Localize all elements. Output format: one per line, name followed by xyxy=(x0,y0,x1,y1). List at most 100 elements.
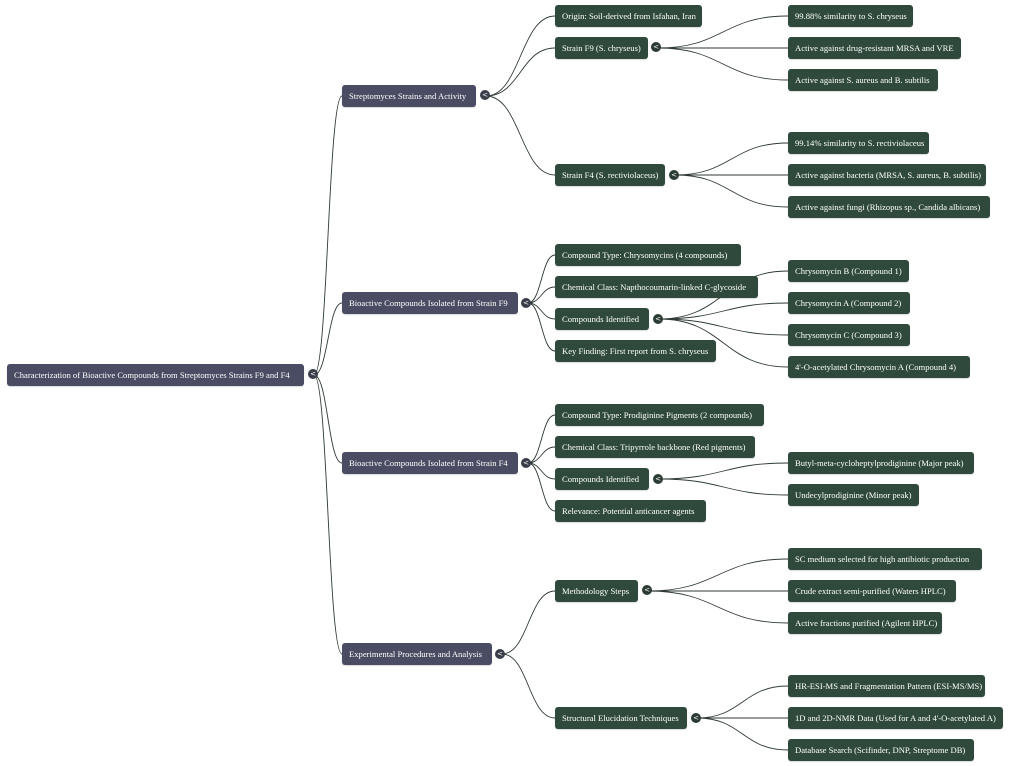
detail-node[interactable]: Active against bacteria (MRSA, S. aureus… xyxy=(788,164,986,186)
connector-line xyxy=(527,414,556,464)
subtopic-node[interactable]: Chemical Class: Napthocoumarin-linked C-… xyxy=(555,276,758,298)
detail-label: Chrysomycin A (Compound 2) xyxy=(795,298,902,308)
connector-line xyxy=(658,302,789,320)
collapse-toggle-icon[interactable]: < xyxy=(669,170,679,180)
detail-label: Active against bacteria (MRSA, S. aureus… xyxy=(795,170,981,180)
connector-line xyxy=(696,685,789,719)
detail-label: 99.14% similarity to S. rectiviolaceus xyxy=(795,138,925,148)
subtopic-label: Compounds Identified xyxy=(562,474,640,484)
subtopic-node[interactable]: Chemical Class: Tripyrrole backbone (Red… xyxy=(555,436,755,458)
detail-node[interactable]: SC medium selected for high antibiotic p… xyxy=(788,548,982,570)
connector-line xyxy=(658,478,789,496)
detail-node[interactable]: Active against S. aureus and B. subtilis xyxy=(788,69,938,91)
branch-node[interactable]: Experimental Procedures and Analysis xyxy=(342,643,492,665)
connector-line xyxy=(501,653,556,719)
connector-line xyxy=(674,174,789,208)
collapse-toggle-icon[interactable]: < xyxy=(308,369,318,379)
connector-line xyxy=(313,374,343,464)
detail-label: Active against drug-resistant MRSA and V… xyxy=(795,43,954,53)
subtopic-node[interactable]: Methodology Steps xyxy=(555,580,638,602)
branch-label: Streptomyces Strains and Activity xyxy=(349,91,467,101)
subtopic-label: Strain F9 (S. chryseus) xyxy=(562,43,641,53)
subtopic-label: Methodology Steps xyxy=(562,586,630,596)
collapse-toggle-icon[interactable]: < xyxy=(521,458,531,468)
collapse-toggle-icon[interactable]: < xyxy=(653,314,663,324)
connector-line xyxy=(527,462,556,512)
connector-line xyxy=(527,254,556,304)
detail-label: 99.88% similarity to S. chryseus xyxy=(795,11,907,21)
subtopic-label: Compound Type: Prodiginine Pigments (2 c… xyxy=(562,410,752,420)
connector-line xyxy=(527,302,556,352)
connector-line xyxy=(485,15,556,97)
branch-label: Experimental Procedures and Analysis xyxy=(349,649,482,659)
detail-label: Chrysomycin C (Compound 3) xyxy=(795,330,902,340)
connector-line xyxy=(658,318,789,336)
detail-node[interactable]: Undecylprodiginine (Minor peak) xyxy=(788,484,919,506)
detail-label: Butyl-meta-cycloheptylprodiginine (Major… xyxy=(795,458,964,468)
detail-node[interactable]: 4'-O-acetylated Chrysomycin A (Compound … xyxy=(788,356,970,378)
detail-node[interactable]: Chrysomycin A (Compound 2) xyxy=(788,292,910,314)
connector-line xyxy=(658,462,789,480)
connector-line xyxy=(657,15,789,49)
collapse-toggle-icon[interactable]: < xyxy=(642,585,652,595)
subtopic-node[interactable]: Key Finding: First report from S. chryse… xyxy=(555,340,716,362)
branch-node[interactable]: Streptomyces Strains and Activity xyxy=(342,85,476,107)
root-label: Characterization of Bioactive Compounds … xyxy=(14,370,290,380)
collapse-toggle-icon[interactable]: < xyxy=(480,90,490,100)
detail-node[interactable]: HR-ESI-MS and Fragmentation Pattern (ESI… xyxy=(788,675,985,697)
detail-label: Undecylprodiginine (Minor peak) xyxy=(795,490,912,500)
detail-label: Active against fungi (Rhizopus sp., Cand… xyxy=(795,202,981,212)
subtopic-label: Compound Type: Chrysomycins (4 compounds… xyxy=(562,250,728,260)
detail-label: Chrysomycin B (Compound 1) xyxy=(795,266,902,276)
detail-node[interactable]: Active against drug-resistant MRSA and V… xyxy=(788,37,961,59)
subtopic-node[interactable]: Structural Elucidation Techniques xyxy=(555,707,687,729)
branch-node[interactable]: Bioactive Compounds Isolated from Strain… xyxy=(342,292,518,314)
connector-line xyxy=(501,590,556,655)
subtopic-node[interactable]: Compounds Identified xyxy=(555,468,649,490)
detail-label: Active fractions purified (Agilent HPLC) xyxy=(795,618,938,628)
detail-node[interactable]: Chrysomycin B (Compound 1) xyxy=(788,260,909,282)
connector-line xyxy=(485,95,556,176)
subtopic-label: Compounds Identified xyxy=(562,314,640,324)
detail-node[interactable]: Chrysomycin C (Compound 3) xyxy=(788,324,910,346)
detail-node[interactable]: Active fractions purified (Agilent HPLC) xyxy=(788,612,942,634)
detail-node[interactable]: Database Search (Scifinder, DNP, Strepto… xyxy=(788,739,974,761)
connector-line xyxy=(527,462,556,480)
collapse-toggle-icon[interactable]: < xyxy=(521,298,531,308)
subtopic-label: Strain F4 (S. rectiviolaceus) xyxy=(562,170,659,180)
subtopic-node[interactable]: Compounds Identified xyxy=(555,308,649,330)
collapse-toggle-icon[interactable]: < xyxy=(495,649,505,659)
subtopic-label: Relevance: Potential anticancer agents xyxy=(562,506,695,516)
branch-label: Bioactive Compounds Isolated from Strain… xyxy=(349,298,508,308)
detail-node[interactable]: Crude extract semi-purified (Waters HPLC… xyxy=(788,580,956,602)
subtopic-node[interactable]: Relevance: Potential anticancer agents xyxy=(555,500,706,522)
subtopic-node[interactable]: Compound Type: Prodiginine Pigments (2 c… xyxy=(555,404,764,426)
detail-label: 1D and 2D-NMR Data (Used for A and 4'-O-… xyxy=(795,713,996,723)
detail-node[interactable]: 1D and 2D-NMR Data (Used for A and 4'-O-… xyxy=(788,707,1003,729)
subtopic-node[interactable]: Origin: Soil-derived from Isfahan, Iran xyxy=(555,5,702,27)
collapse-toggle-icon[interactable]: < xyxy=(653,474,663,484)
subtopic-label: Chemical Class: Tripyrrole backbone (Red… xyxy=(562,442,746,452)
branch-node[interactable]: Bioactive Compounds Isolated from Strain… xyxy=(342,452,518,474)
subtopic-label: Key Finding: First report from S. chryse… xyxy=(562,346,709,356)
detail-node[interactable]: 99.14% similarity to S. rectiviolaceus xyxy=(788,132,929,154)
detail-node[interactable]: Active against fungi (Rhizopus sp., Cand… xyxy=(788,196,990,218)
subtopic-node[interactable]: Strain F9 (S. chryseus) xyxy=(555,37,648,59)
subtopic-node[interactable]: Compound Type: Chrysomycins (4 compounds… xyxy=(555,244,741,266)
subtopic-node[interactable]: Strain F4 (S. rectiviolaceus) xyxy=(555,164,665,186)
connector-line xyxy=(696,717,789,751)
root-node[interactable]: Characterization of Bioactive Compounds … xyxy=(7,364,304,386)
detail-label: HR-ESI-MS and Fragmentation Pattern (ESI… xyxy=(795,681,983,691)
connector-line xyxy=(527,286,556,304)
branch-label: Bioactive Compounds Isolated from Strain… xyxy=(349,458,508,468)
connector-line xyxy=(485,47,556,97)
collapse-toggle-icon[interactable]: < xyxy=(651,42,661,52)
connector-line xyxy=(527,302,556,320)
connector-line xyxy=(674,142,789,176)
detail-label: Database Search (Scifinder, DNP, Strepto… xyxy=(795,745,966,755)
detail-node[interactable]: 99.88% similarity to S. chryseus xyxy=(788,5,913,27)
subtopic-label: Structural Elucidation Techniques xyxy=(562,713,679,723)
detail-node[interactable]: Butyl-meta-cycloheptylprodiginine (Major… xyxy=(788,452,974,474)
collapse-toggle-icon[interactable]: < xyxy=(691,713,701,723)
